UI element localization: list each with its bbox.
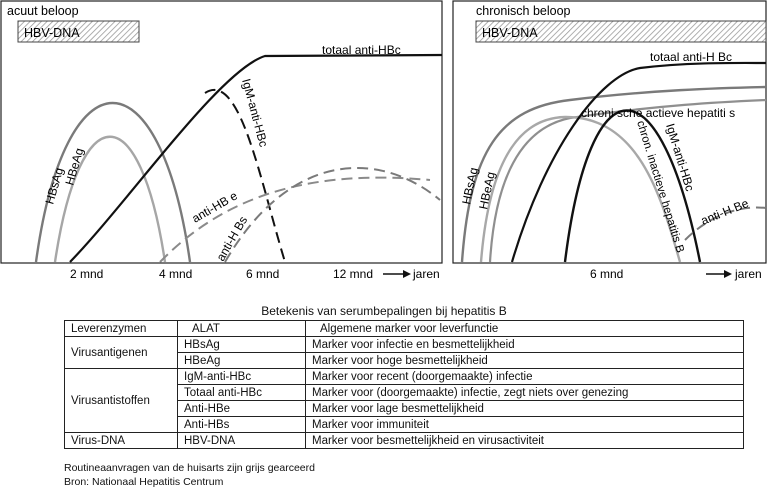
acute-axis-end-label: jaren bbox=[412, 267, 440, 281]
acute-igm-anti-hbc-curve bbox=[204, 89, 286, 263]
table-meaning-cell: Marker voor recent (doorgemaakte) infect… bbox=[305, 368, 744, 385]
table-test-cell: ALAT bbox=[177, 320, 306, 337]
acute-axis-arrowhead bbox=[403, 270, 411, 278]
table-row: Virusantistoffen IgM-anti-HBc Marker voo… bbox=[64, 368, 744, 433]
table-test-cell: HBV-DNA bbox=[177, 432, 306, 449]
chronic-totaal-label: totaal anti-H Bc bbox=[650, 50, 732, 64]
table-meaning-cell: Marker voor besmettelijkheid en virusact… bbox=[305, 432, 744, 449]
table-row: Leverenzymen ALAT Algemene marker voor l… bbox=[64, 320, 744, 337]
chronic-tick-6mnd: 6 mnd bbox=[590, 267, 623, 281]
acute-anti-hbe-label: anti-HB e bbox=[190, 188, 241, 225]
acute-tick-2mnd: 2 mnd bbox=[70, 267, 103, 281]
footnote-source: Bron: Nationaal Hepatitis Centrum bbox=[64, 476, 224, 488]
acute-totaal-label: totaal anti-HBc bbox=[322, 43, 401, 57]
acute-hbsag-label: HBsAg bbox=[42, 166, 66, 206]
table-test-cell: Totaal anti-HBc bbox=[177, 384, 306, 401]
table-title: Betekenis van serumbepalingen bij hepati… bbox=[261, 304, 507, 318]
acute-anti-hbe-curve bbox=[159, 176, 431, 263]
chronic-title: chronisch beloop bbox=[476, 4, 571, 18]
acute-tick-12mnd: 12 mnd bbox=[333, 267, 373, 281]
chronic-axis-end-label: jaren bbox=[734, 267, 762, 281]
table-meaning-cell: Marker voor lage besmettelijkheid bbox=[305, 400, 744, 417]
acute-hbv-dna-label: HBV-DNA bbox=[24, 26, 80, 40]
table-meaning-cell: Marker voor immuniteit bbox=[305, 416, 744, 433]
chronic-hbv-dna-box bbox=[475, 20, 767, 43]
chronic-active-label: chroni sche actieve hepatiti s bbox=[581, 106, 735, 120]
acute-hbsag-curve bbox=[34, 102, 192, 263]
table-meaning-cell: Marker voor (doorgemaakte) infectie, zeg… bbox=[305, 384, 744, 401]
table-row: Virusantigenen HBsAg Marker voor infecti… bbox=[64, 336, 744, 369]
acute-igm-label: IgM-anti-HBc bbox=[239, 77, 271, 148]
footnote-routine: Routineaanvragen van de huisarts zijn gr… bbox=[64, 462, 315, 474]
chronic-frame bbox=[452, 0, 767, 264]
acute-hbeag-label: HBeAg bbox=[62, 146, 86, 186]
chronic-igm-anti-hbc-curve bbox=[563, 109, 702, 263]
table-group-cell: Leverenzymen bbox=[64, 320, 178, 337]
serum-markers-table: Leverenzymen ALAT Algemene marker voor l… bbox=[64, 320, 744, 449]
table-group-cell: Virus-DNA bbox=[64, 432, 178, 449]
chronic-axis-arrowhead bbox=[724, 270, 732, 278]
table-row: Totaal anti-HBc Marker voor (doorgemaakt… bbox=[65, 384, 744, 401]
table-row: Virus-DNA HBV-DNA Marker voor besmetteli… bbox=[64, 432, 744, 449]
acute-hbv-dna-box bbox=[17, 20, 140, 43]
chronic-hbv-dna-label: HBV-DNA bbox=[482, 26, 538, 40]
table-meaning-cell: Marker voor hoge besmettelijkheid bbox=[305, 352, 744, 369]
chronic-hbsag-curve bbox=[460, 85, 767, 263]
table-test-cell: HBeAg bbox=[177, 352, 306, 369]
acute-anti-hbs-curve bbox=[224, 166, 441, 263]
acute-anti-hbs-label: anti-H Bs bbox=[213, 214, 250, 264]
hepatitis-b-course-figure: acuut beloop HBV-DNA totaal anti-HBc IgM… bbox=[0, 0, 767, 281]
table-meaning-cell: Algemene marker voor leverfunctie bbox=[305, 320, 744, 337]
chronic-active-hepatitis-curve bbox=[488, 98, 767, 263]
acute-tick-6mnd: 6 mnd bbox=[246, 267, 279, 281]
acute-frame bbox=[0, 0, 443, 264]
table-group-cell: Virusantistoffen bbox=[64, 368, 178, 433]
table-row: Anti-HBe Marker voor lage besmettelijkhe… bbox=[65, 400, 744, 417]
chronic-anti-hbe-curve bbox=[684, 206, 767, 241]
table-test-cell: HBsAg bbox=[177, 336, 306, 353]
chronic-hbeag-curve bbox=[479, 115, 682, 263]
acute-panel: acuut beloop HBV-DNA totaal anti-HBc IgM… bbox=[0, 0, 443, 281]
acute-tick-4mnd: 4 mnd bbox=[159, 267, 192, 281]
table-test-cell: IgM-anti-HBc bbox=[177, 368, 306, 385]
acute-totaal-anti-hbc-curve bbox=[69, 53, 443, 263]
chronic-panel: chronisch beloop HBV-DNA totaal anti-H B… bbox=[452, 0, 767, 281]
acute-title: acuut beloop bbox=[7, 4, 79, 18]
chronic-totaal-anti-hbc-curve bbox=[510, 61, 767, 263]
table-test-cell: Anti-HBe bbox=[177, 400, 306, 417]
table-test-cell: Anti-HBs bbox=[177, 416, 306, 433]
acute-hbeag-curve bbox=[53, 135, 167, 263]
chronic-hbeag-label: HBeAg bbox=[476, 171, 498, 211]
chronic-anti-hbe-label: anti-H Be bbox=[699, 196, 751, 228]
table-meaning-cell: Marker voor infectie en besmettelijkheid bbox=[305, 336, 744, 353]
table-group-cell: Virusantigenen bbox=[64, 336, 178, 369]
